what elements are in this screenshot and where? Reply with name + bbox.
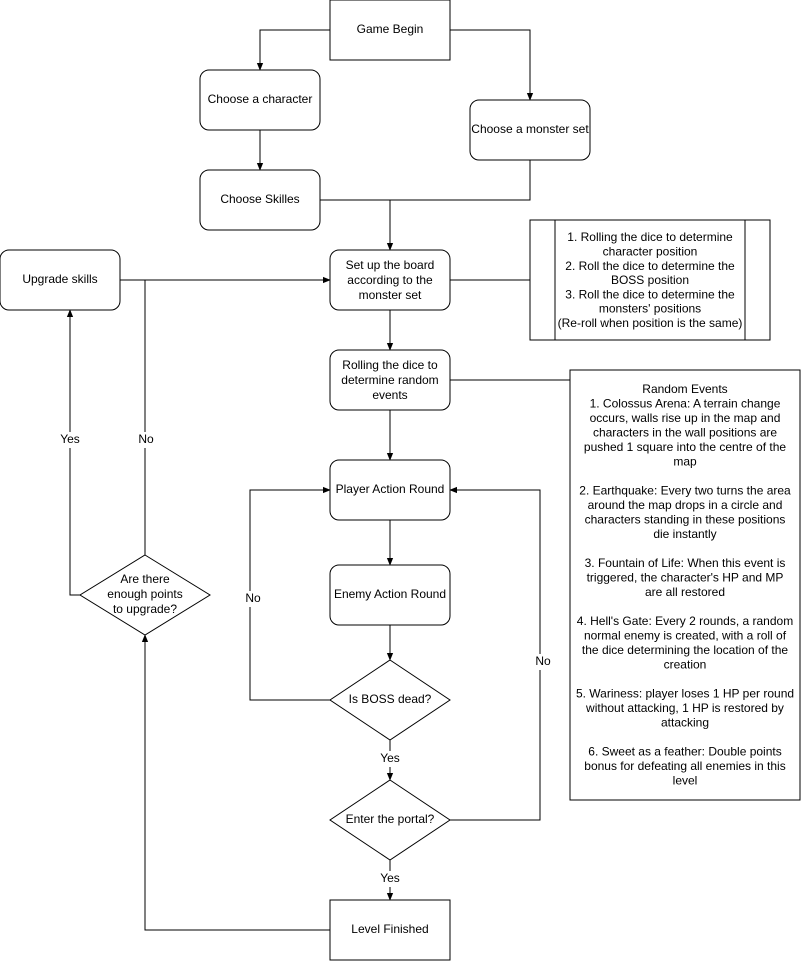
random-events-note-line-20: creation xyxy=(664,658,707,672)
positions-note-line-2: character position xyxy=(603,244,698,258)
boss-yes-label: Yes xyxy=(380,751,400,765)
node-upgrade-skills-label: Upgrade skills xyxy=(22,272,97,286)
node-level-finished: Level Finished xyxy=(329,899,451,961)
node-choose-character-label: Choose a character xyxy=(208,92,313,106)
random-events-note-line-23: without attacking, 1 HP is restored by xyxy=(585,701,784,715)
edge-level-finished-to-points xyxy=(141,634,330,931)
random-events-note-line-14: triggered, the character's HP and MP xyxy=(587,571,784,585)
node-roll-events-line-3: events xyxy=(372,388,407,402)
random-events-note-line-11: die instantly xyxy=(653,527,716,541)
boss-no-label: No xyxy=(245,591,261,605)
random-events-note-line-19: the dice determining the location of the xyxy=(582,643,788,657)
portal-no-label: No xyxy=(535,654,551,668)
node-enter-portal-label: Enter the portal? xyxy=(346,812,435,826)
random-events-note-line-1: Random Events xyxy=(642,382,727,396)
node-choose-skills-label: Choose Skilles xyxy=(220,192,299,206)
random-events-note-line-15: are all restored xyxy=(645,585,725,599)
node-player-round-label: Player Action Round xyxy=(336,482,445,496)
positions-note-line-7: (Re-roll when position is the same) xyxy=(558,316,743,330)
node-player-round: Player Action Round xyxy=(329,459,451,521)
random-events-note-line-10: characters standing in these positions xyxy=(585,513,786,527)
points-no-label: No xyxy=(138,432,154,446)
random-events-note-line-13: 3. Fountain of Life: When this event is xyxy=(585,556,786,570)
node-choose-skills: Choose Skilles xyxy=(199,169,321,231)
positions-note: 1. Rolling the dice to determinecharacte… xyxy=(529,219,771,341)
edge-points-yes-to-upgrade xyxy=(66,309,80,596)
node-setup-board-line-3: monster set xyxy=(359,288,422,302)
node-enough-points-line-1: Are there xyxy=(120,572,170,586)
positions-note-line-5: 3. Roll the dice to determine the xyxy=(565,287,735,301)
node-boss-dead: Is BOSS dead? xyxy=(329,659,451,741)
edges xyxy=(66,29,570,931)
random-events-note-line-8: 2. Earthquake: Every two turns the area xyxy=(579,484,791,498)
node-enough-points-line-2: enough points xyxy=(107,587,182,601)
random-events-note-line-6: map xyxy=(673,455,697,469)
points-yes-label: Yes xyxy=(60,432,80,446)
edge-labels: Yes No No Yes No Yes xyxy=(58,432,552,887)
random-events-note-line-4: characters in the wall positions are xyxy=(593,426,777,440)
node-roll-events-line-1: Rolling the dice to xyxy=(342,358,438,372)
random-events-note-line-26: 6. Sweet as a feather: Double points xyxy=(588,745,781,759)
node-setup-board-line-1: Set up the board xyxy=(346,258,435,272)
positions-note-line-3: 2. Roll the dice to determine the xyxy=(565,259,735,273)
node-roll-events-line-2: determine random xyxy=(341,373,438,387)
node-enemy-round-label: Enemy Action Round xyxy=(334,587,446,601)
node-boss-dead-label: Is BOSS dead? xyxy=(349,692,432,706)
edge-portal-no-to-player xyxy=(449,486,541,821)
node-enemy-round: Enemy Action Round xyxy=(329,564,451,626)
edge-begin-to-character xyxy=(256,29,330,71)
node-choose-monster-set: Choose a monster set xyxy=(469,99,591,161)
random-events-note-line-17: 4. Hell's Gate: Every 2 rounds, a random xyxy=(577,614,793,628)
edge-monster-set-to-setup xyxy=(390,160,531,201)
edge-skills-to-setup xyxy=(320,199,394,251)
node-enough-points: Are there enough points to upgrade? xyxy=(79,554,211,636)
random-events-note-line-9: around the map drops in a circle and xyxy=(588,498,783,512)
node-game-begin: Game Begin xyxy=(329,0,451,61)
random-events-note-line-27: bonus for defeating all enemies in this xyxy=(584,759,785,773)
node-upgrade-skills: Upgrade skills xyxy=(0,249,121,311)
random-events-note-line-24: attacking xyxy=(661,716,709,730)
edge-begin-to-monster-set xyxy=(450,29,534,101)
positions-note-line-1: 1. Rolling the dice to determine xyxy=(567,230,733,244)
node-setup-board-line-2: according to the xyxy=(347,273,433,287)
random-events-note-line-22: 5. Wariness: player loses 1 HP per round xyxy=(576,687,794,701)
positions-note-line-4: BOSS position xyxy=(611,273,689,287)
random-events-note-line-18: normal enemy is created, with a roll of xyxy=(584,629,787,643)
node-level-finished-label: Level Finished xyxy=(351,922,428,936)
random-events-note-line-5: pushed 1 square into the centre of the xyxy=(584,440,786,454)
node-setup-board: Set up the board according to the monste… xyxy=(329,249,451,311)
node-choose-monster-set-label: Choose a monster set xyxy=(471,122,589,136)
node-choose-character: Choose a character xyxy=(199,69,321,131)
node-game-begin-label: Game Begin xyxy=(357,22,424,36)
random-events-note-line-28: level xyxy=(673,774,698,788)
portal-yes-label: Yes xyxy=(380,871,400,885)
node-enter-portal: Enter the portal? xyxy=(329,779,451,861)
random-events-note-line-3: occurs, walls rise up in the map and xyxy=(590,411,781,425)
node-enough-points-line-3: to upgrade? xyxy=(113,602,177,616)
node-roll-events: Rolling the dice to determine random eve… xyxy=(329,349,451,411)
nodes: Game Begin Choose a character Choose a m… xyxy=(0,0,591,961)
positions-note-line-6: monsters' positions xyxy=(599,302,701,316)
random-events-note-line-2: 1. Colossus Arena: A terrain change xyxy=(590,397,781,411)
